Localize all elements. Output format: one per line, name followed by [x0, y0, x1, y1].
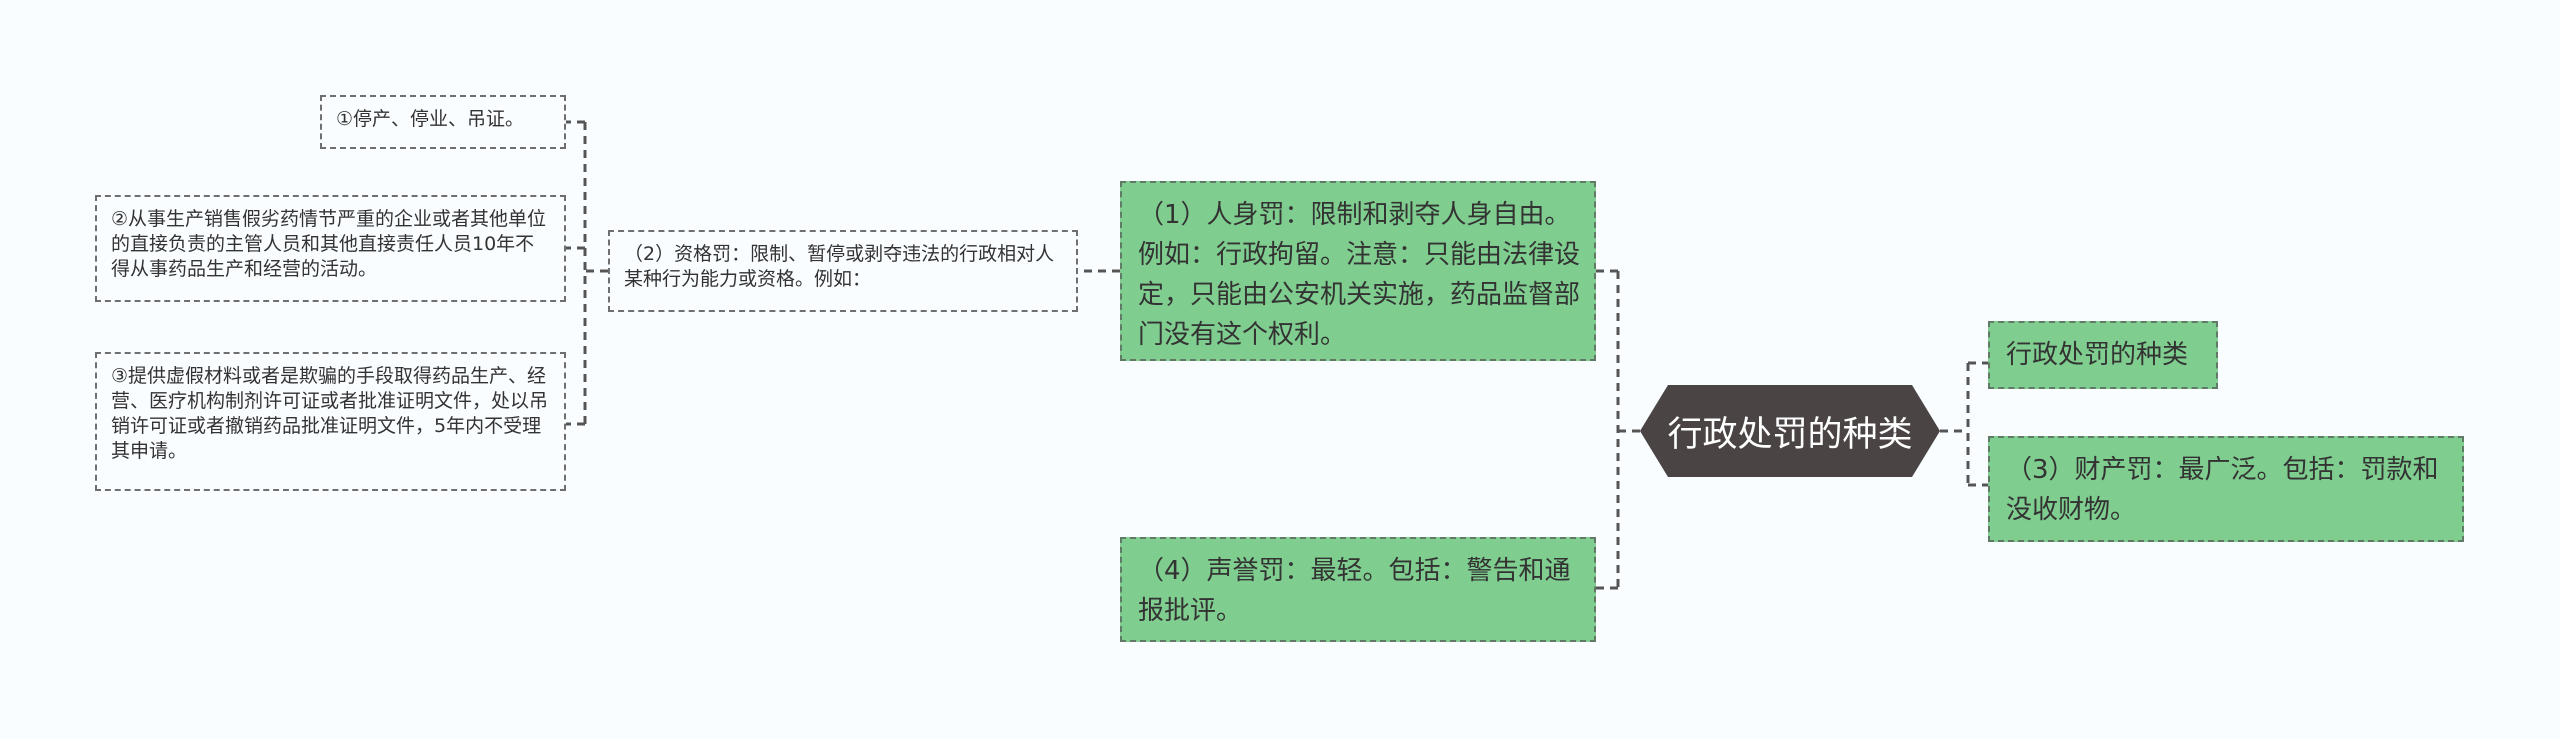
- node-example-2[interactable]: ②从事生产销售假劣药情节严重的企业或者其他单位的直接负责的主管人员和其他直接责任…: [95, 195, 566, 302]
- connector-root-right: [1940, 361, 1988, 487]
- node-title-copy-text: 行政处罚的种类: [2006, 340, 2189, 370]
- connector-qualification-examples: [566, 120, 608, 426]
- node-example-3[interactable]: ③提供虚假材料或者是欺骗的手段取得药品生产、经营、医疗机构制剂许可证或者批准证明…: [95, 352, 566, 491]
- node-property-penalty-text: （3）财产罚：最广泛。包括：罚款和没收财物。: [2006, 455, 2439, 525]
- node-example-1[interactable]: ①停产、停业、吊证。: [320, 95, 566, 149]
- node-reputation-penalty[interactable]: （4）声誉罚：最轻。包括：警告和通报批评。: [1120, 537, 1596, 642]
- node-example-3-text: ③提供虚假材料或者是欺骗的手段取得药品生产、经营、医疗机构制剂许可证或者批准证明…: [111, 365, 549, 462]
- connector-root-left: [1596, 269, 1640, 590]
- root-label: 行政处罚的种类: [1667, 414, 1913, 455]
- node-reputation-penalty-text: （4）声誉罚：最轻。包括：警告和通报批评。: [1138, 556, 1571, 626]
- node-title-copy[interactable]: 行政处罚的种类: [1988, 321, 2218, 389]
- node-personal-penalty[interactable]: （1）人身罚：限制和剥夺人身自由。例如：行政拘留。注意：只能由法律设定，只能由公…: [1120, 181, 1596, 361]
- node-property-penalty[interactable]: （3）财产罚：最广泛。包括：罚款和没收财物。: [1988, 436, 2464, 542]
- root-node[interactable]: 行政处罚的种类: [1640, 385, 1940, 477]
- node-personal-penalty-text: （1）人身罚：限制和剥夺人身自由。例如：行政拘留。注意：只能由法律设定，只能由公…: [1138, 200, 1581, 350]
- node-qualification-penalty-text: （2）资格罚：限制、暂停或剥夺违法的行政相对人某种行为能力或资格。例如：: [624, 243, 1055, 290]
- node-example-2-text: ②从事生产销售假劣药情节严重的企业或者其他单位的直接负责的主管人员和其他直接责任…: [111, 208, 547, 280]
- node-example-1-text: ①停产、停业、吊证。: [336, 108, 525, 130]
- node-qualification-penalty[interactable]: （2）资格罚：限制、暂停或剥夺违法的行政相对人某种行为能力或资格。例如：: [608, 230, 1078, 312]
